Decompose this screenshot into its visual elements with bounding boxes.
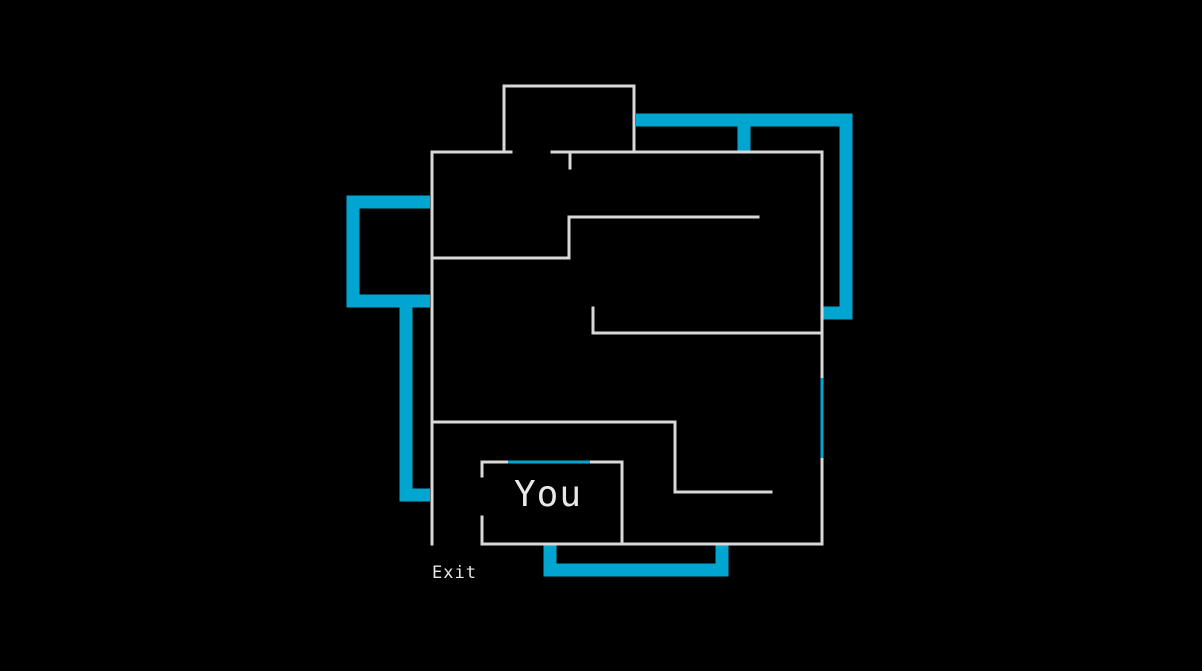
doors — [508, 378, 824, 464]
exit-button[interactable]: Exit — [432, 563, 477, 583]
wall-upper-step — [430, 215, 760, 260]
player-location-label: You — [514, 474, 583, 515]
vent-left-upper — [346, 195, 430, 308]
wall-outer-top-left — [430, 150, 513, 546]
vent-bottom — [543, 544, 729, 577]
walls — [430, 84, 824, 546]
vent-ducts — [346, 113, 853, 577]
wall-outer-top-right — [482, 150, 824, 546]
wall-lower-step — [430, 420, 773, 494]
vent-left-lower — [399, 301, 430, 502]
wall-top-room — [502, 84, 636, 154]
wall-middle — [591, 306, 822, 335]
